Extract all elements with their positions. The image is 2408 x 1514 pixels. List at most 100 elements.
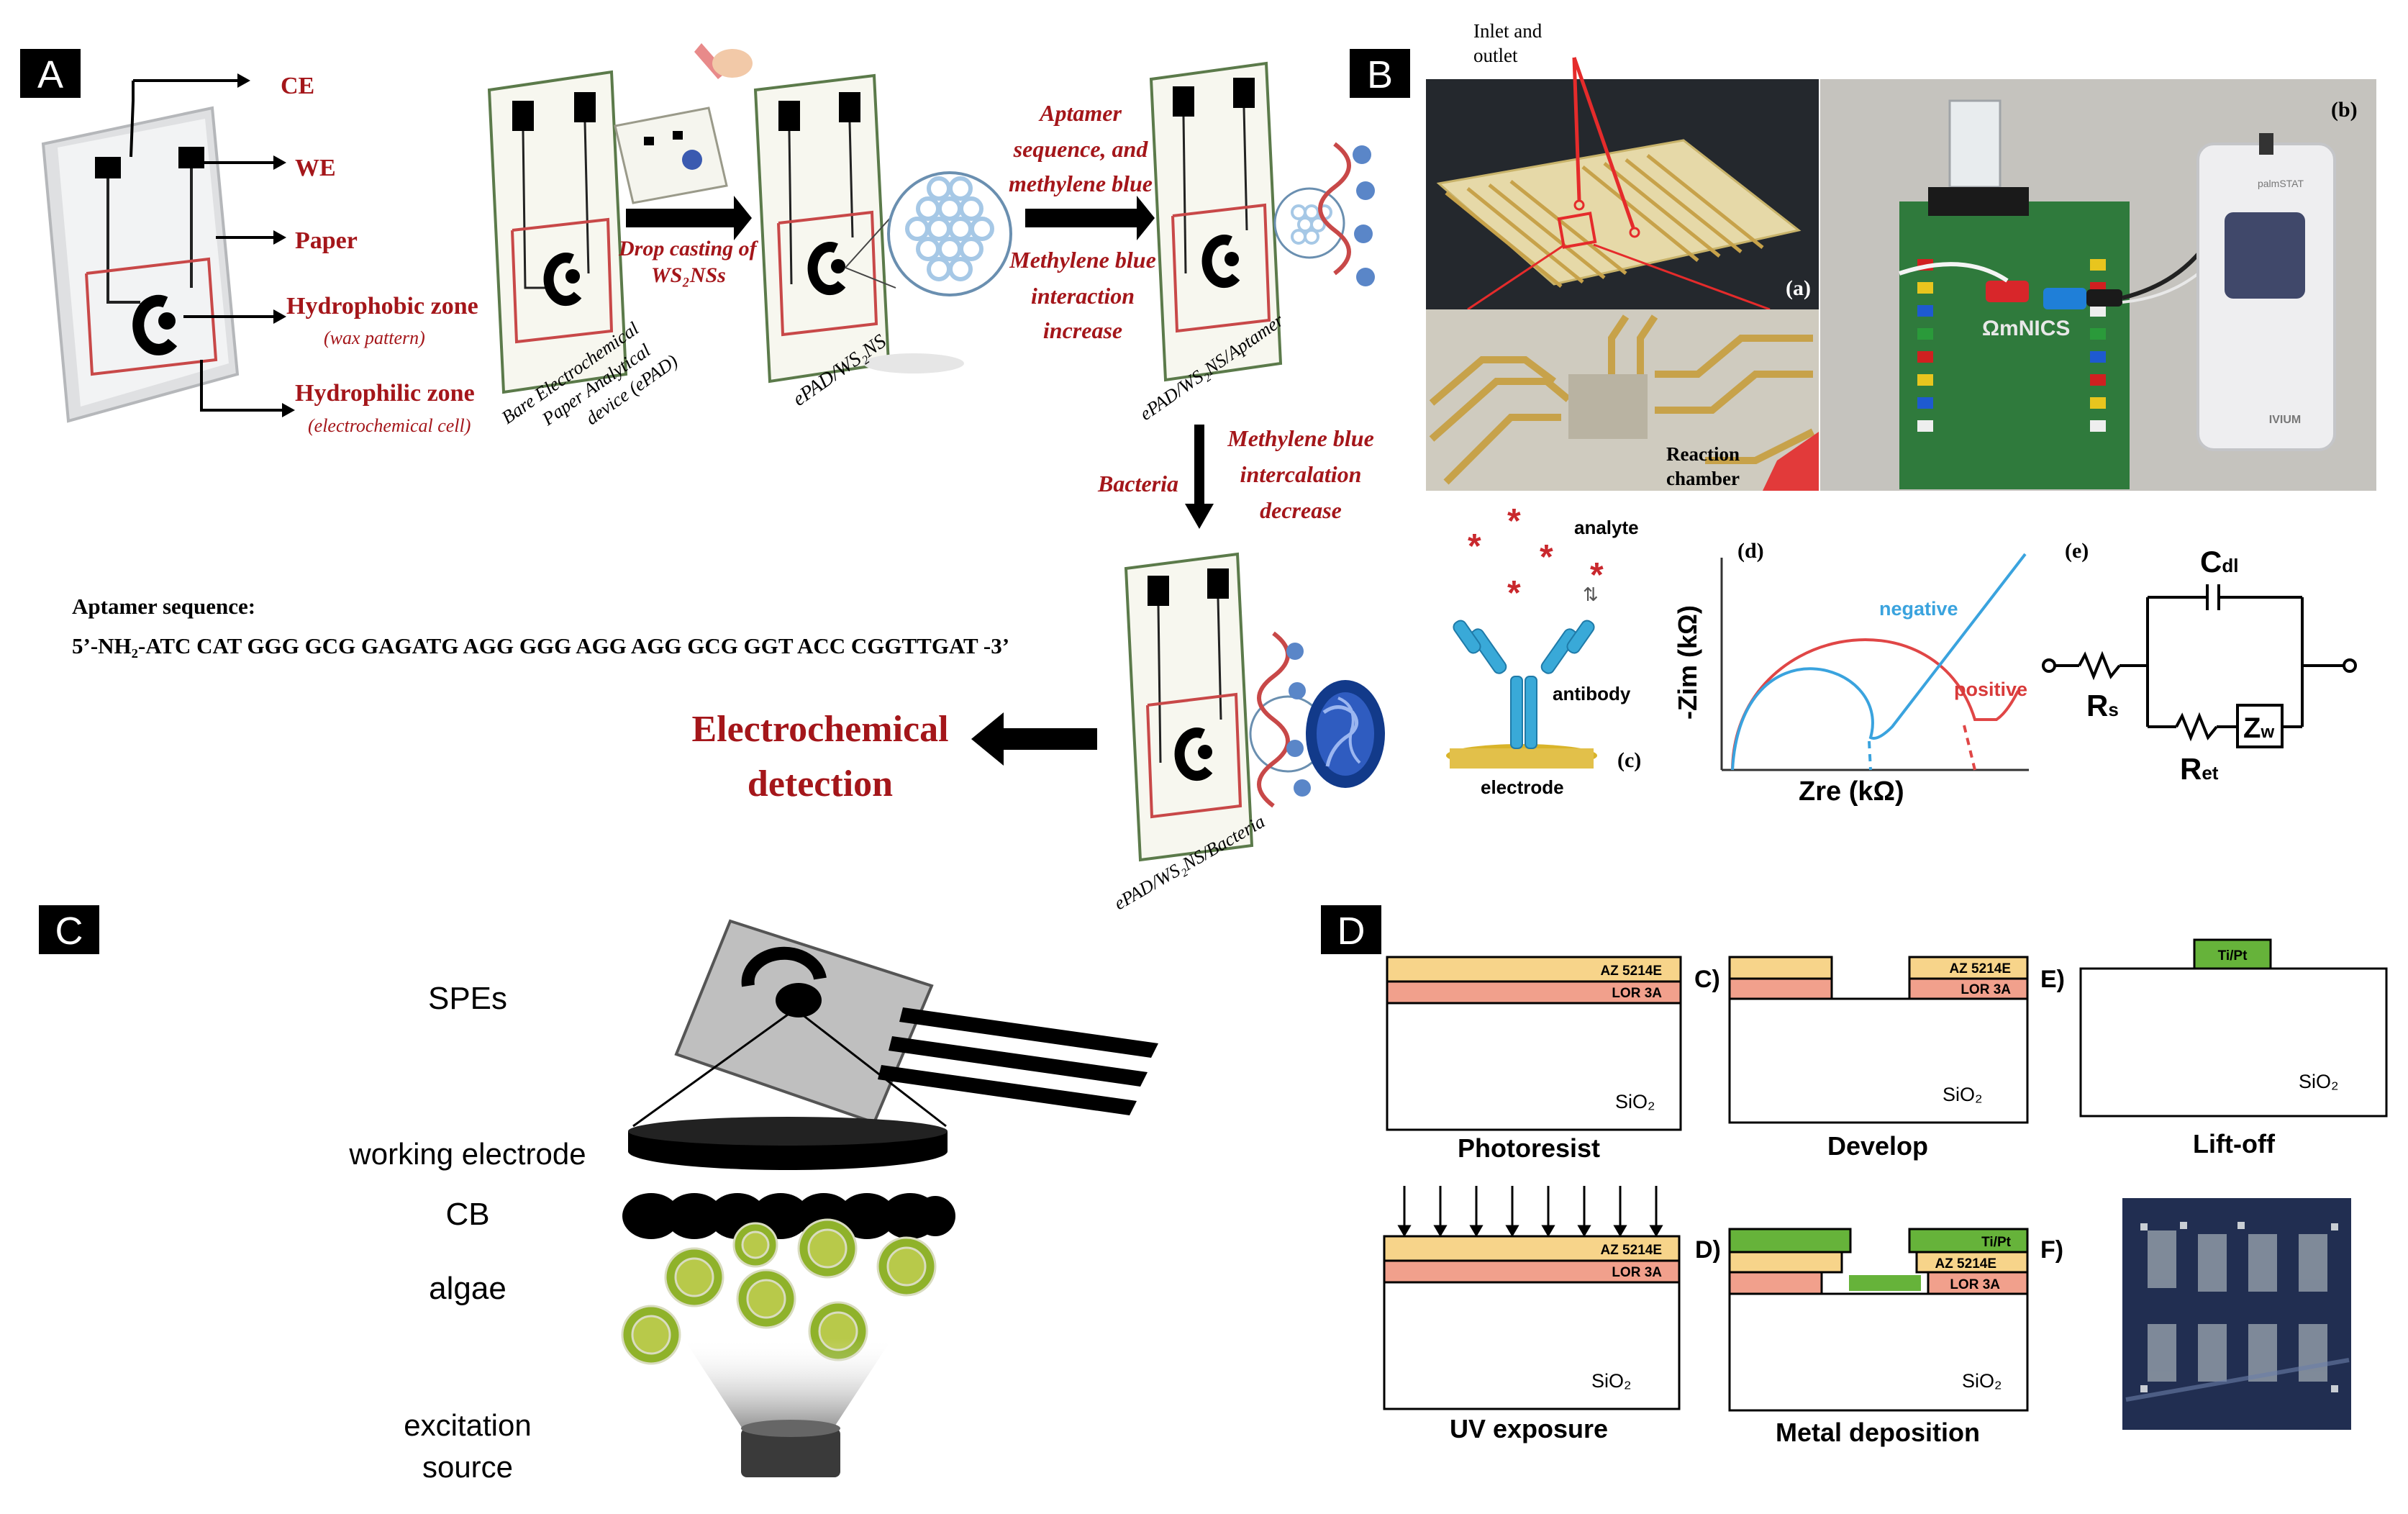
svg-text:A: A <box>37 53 63 96</box>
negative-label: negative <box>1879 598 1958 620</box>
legend-ce: CE <box>281 73 314 99</box>
inlet-label-1: Inlet and <box>1473 20 1543 42</box>
sub-label-d: (d) <box>1737 539 1764 563</box>
metal-sio2: SiO₂ <box>1962 1370 2002 1392</box>
photoresist-sio2: SiO₂ <box>1615 1091 1655 1112</box>
uv-arrows <box>1397 1186 1663 1237</box>
panel-a: CE WE Paper Hydrophobic zone (wax patter… <box>41 43 1385 914</box>
bacteria-label: Bacteria <box>1097 471 1178 497</box>
legend-we: WE <box>295 155 336 181</box>
mb-decrease-1: Methylene blue <box>1227 425 1374 451</box>
chip-render <box>1426 57 1819 491</box>
uv-caption: UV exposure <box>1450 1414 1608 1443</box>
svg-text:*: * <box>1507 502 1521 540</box>
aptamer-step-2: sequence, and <box>1013 136 1149 162</box>
liftoff-caption: Lift-off <box>2193 1129 2276 1159</box>
bare-epad <box>487 70 628 394</box>
epad-ws2ns <box>753 73 1012 384</box>
mb-increase-1: Methylene blue <box>1009 247 1156 273</box>
board-connectors <box>1917 259 2106 432</box>
mb-decrease-3: decrease <box>1260 497 1342 523</box>
brand-label: IVIUM <box>2269 414 2301 426</box>
working-electrode-disc <box>628 1117 948 1170</box>
detection-label-1: Electrochemical <box>691 709 948 750</box>
board-photo <box>1820 79 2376 491</box>
excitation-label-1: excitation <box>404 1408 531 1442</box>
reaction-chamber-1: Reaction <box>1666 443 1740 465</box>
svg-text:C: C <box>55 910 83 953</box>
working-electrode-label: working electrode <box>348 1137 586 1171</box>
panel-label-a: A <box>20 49 81 98</box>
arrow-aptamer <box>1025 196 1155 240</box>
step-photoresist <box>1386 956 1682 1131</box>
svg-text:*: * <box>1540 538 1553 576</box>
detection-label-2: detection <box>748 763 893 804</box>
zre-axis-label: Zre (kΩ) <box>1799 776 1904 807</box>
svg-text:B: B <box>1367 53 1393 96</box>
metal-tipt: Ti/Pt <box>1981 1235 2011 1250</box>
liftoff-sio2: SiO₂ <box>2299 1071 2339 1092</box>
aptamer-title: Aptamer sequence: <box>72 594 255 619</box>
sub-label-a: (a) <box>1786 276 1811 300</box>
legend-hydrophilic: Hydrophilic zone <box>295 380 475 407</box>
panel-b: Inlet and outlet (a) Reaction chamber <box>1426 20 2376 807</box>
analyte-label: analyte <box>1574 517 1639 538</box>
step-develop <box>1728 956 2029 1124</box>
equivalent-circuit <box>2042 584 2357 748</box>
drop-casting-inset <box>614 43 753 204</box>
positive-label: positive <box>1954 679 2027 700</box>
legend-hydrophilic-sub: (electrochemical cell) <box>308 415 471 436</box>
sub-label-c: (c) <box>1617 748 1641 772</box>
mb-increase-3: increase <box>1043 317 1122 343</box>
step-e-label: E) <box>2040 966 2065 993</box>
inlet-label-2: outlet <box>1473 45 1518 66</box>
wafer-photo <box>2122 1198 2351 1430</box>
board-label: ΩmNICS <box>1982 317 2070 340</box>
antibody-label: antibody <box>1553 683 1631 704</box>
legend-paper: Paper <box>295 227 358 254</box>
photoresist-lor: LOR 3A <box>1612 986 1662 1001</box>
arrow-detection <box>971 712 1097 766</box>
ret-label: Ret <box>2180 752 2219 786</box>
excitation-label-2: source <box>422 1450 513 1484</box>
aptamer-sequence: 5’-NH₂-ATC CAT GGG GCG GAGATG AGG GGG AG… <box>72 633 1009 658</box>
aptamer-step-1: Aptamer <box>1038 100 1122 126</box>
algae-label: algae <box>429 1271 506 1306</box>
svg-text:⇅: ⇅ <box>1583 584 1599 605</box>
liftoff-tipt: Ti/Pt <box>2218 948 2248 964</box>
antibody-diagram: *** ** ⇅ <box>1446 502 1604 769</box>
metal-lor: LOR 3A <box>1950 1277 2000 1292</box>
excitation-source <box>683 1338 892 1477</box>
photoresist-az: AZ 5214E <box>1600 964 1662 979</box>
panel-label-c: C <box>39 905 99 954</box>
metal-caption: Metal deposition <box>1776 1418 1980 1447</box>
mb-decrease-2: intercalation <box>1240 461 1362 487</box>
arrow-bacteria <box>1185 425 1214 529</box>
step-uv <box>1383 1235 1681 1410</box>
carbon-black-layer <box>622 1193 955 1239</box>
aptamer-step-3: methylene blue <box>1009 171 1153 196</box>
nyquist-plot <box>1720 553 2029 771</box>
panel-d: AZ 5214E LOR 3A SiO₂ Photoresist C) AZ 5… <box>1383 938 2388 1447</box>
develop-sio2: SiO₂ <box>1943 1084 1983 1105</box>
drop-casting-label: Drop casting of <box>618 237 759 260</box>
uv-az: AZ 5214E <box>1600 1243 1662 1258</box>
electrode-label: electrode <box>1481 776 1564 798</box>
zw-label: Zw <box>2243 712 2274 744</box>
svg-text:*: * <box>1590 556 1604 594</box>
step-liftoff <box>2079 938 2388 1118</box>
epad-bacteria <box>1124 552 1385 862</box>
step-c-label: C) <box>1694 966 1720 993</box>
rs-label: Rs <box>2086 689 2119 722</box>
mb-increase-2: interaction <box>1031 283 1135 309</box>
step-metal <box>1728 1228 2029 1412</box>
uv-sio2: SiO₂ <box>1591 1370 1632 1392</box>
legend-hydrophobic-sub: (wax pattern) <box>324 327 425 348</box>
epad-aptamer <box>1149 61 1375 382</box>
develop-caption: Develop <box>1827 1131 1928 1161</box>
panel-c: SPEs working electrode CB algae excitati… <box>348 919 1158 1484</box>
step-d-label: D) <box>1695 1236 1721 1264</box>
uv-lor: LOR 3A <box>1612 1265 1662 1280</box>
develop-lor: LOR 3A <box>1961 982 2011 997</box>
spe-strip <box>632 919 1158 1128</box>
